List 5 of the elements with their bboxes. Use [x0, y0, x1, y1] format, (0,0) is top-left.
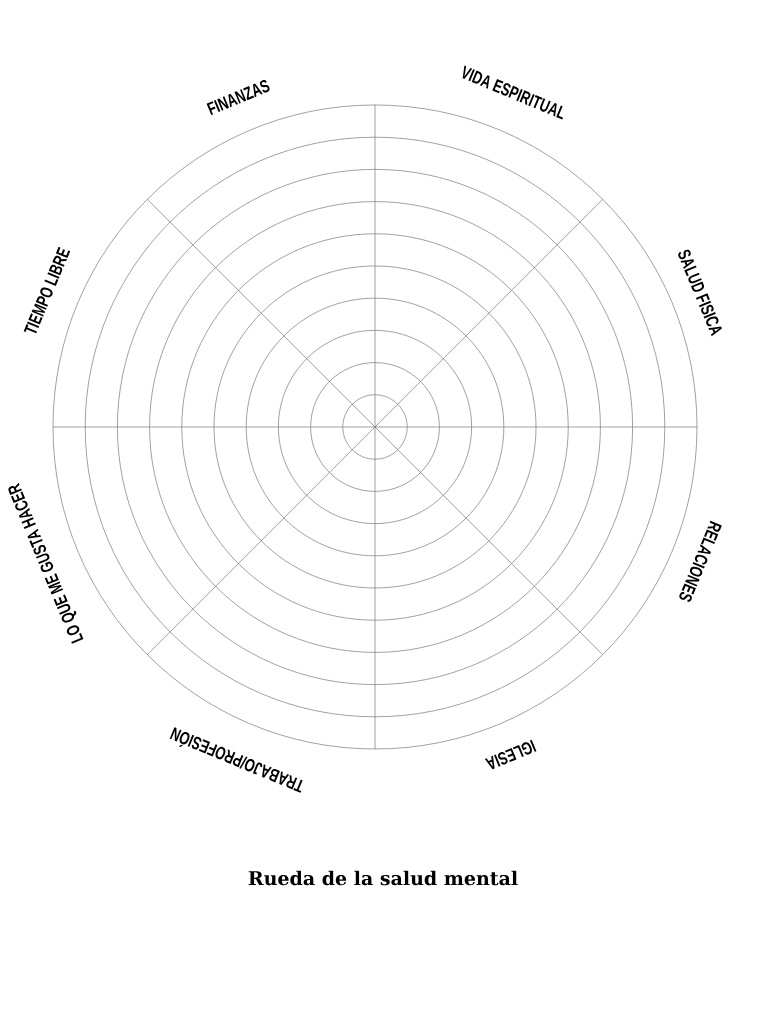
category-label: SALUD FISICA	[678, 249, 722, 337]
category-label: IGLESIA	[484, 739, 537, 770]
category-label: TIEMPO LIBRE	[23, 246, 71, 334]
diagram-title: Rueda de la salud mental	[248, 870, 518, 886]
category-label: LO QUE ME GUSTA HACER	[8, 482, 84, 644]
